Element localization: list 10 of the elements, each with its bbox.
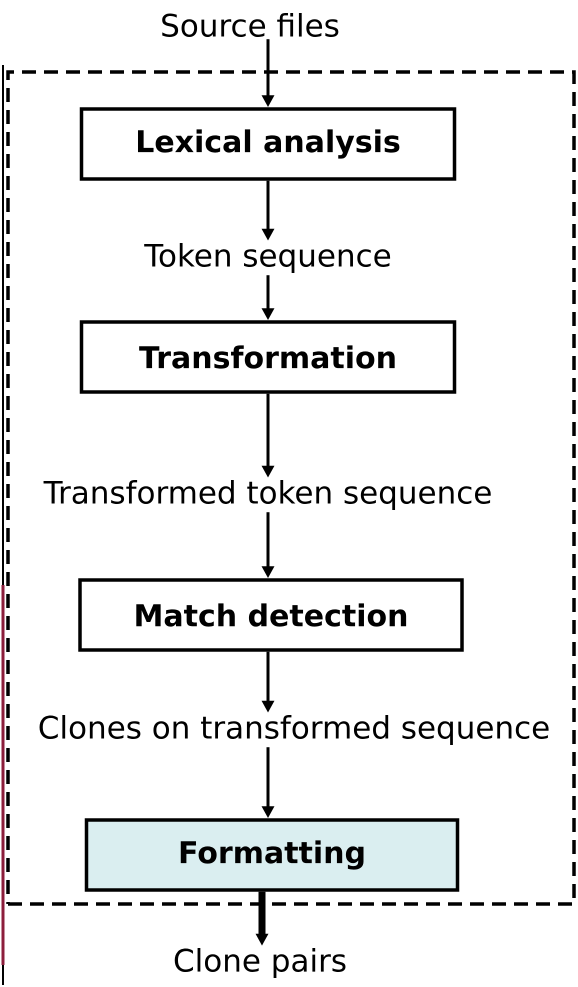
process-box: Transformation xyxy=(80,320,456,394)
process-box: Lexical analysis xyxy=(80,107,456,181)
data-label: Clone pairs xyxy=(174,948,346,978)
data-label: Source files xyxy=(162,13,338,37)
data-label: Transformed token sequence xyxy=(44,480,491,510)
process-box: Formatting xyxy=(84,818,460,892)
dashed-frame xyxy=(6,70,576,906)
process-box: Match detection xyxy=(78,578,464,652)
data-label: Token sequence xyxy=(144,243,390,273)
data-label: Clones on transformed sequence xyxy=(40,715,549,745)
